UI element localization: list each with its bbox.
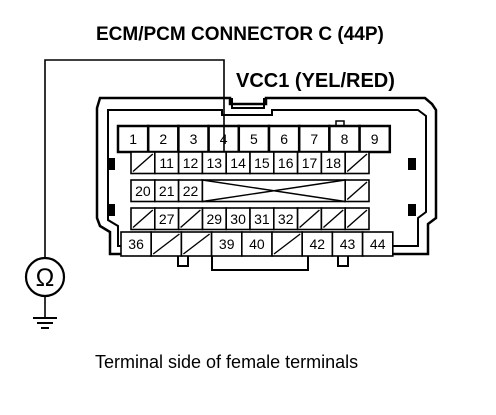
terminal-cell-12: 12	[177, 151, 204, 175]
terminal-number: 5	[250, 131, 258, 147]
terminal-cell-16: 16	[272, 151, 299, 175]
terminal-cell-30: 30	[225, 207, 251, 231]
terminal-cell-empty	[344, 179, 370, 203]
terminal-number: 3	[190, 131, 198, 147]
probe-lead-wire	[44, 59, 225, 258]
terminal-cell-40: 40	[241, 231, 273, 257]
terminal-cell-empty	[271, 231, 304, 257]
terminal-cell-empty	[130, 207, 156, 231]
keying-blocks	[107, 158, 416, 216]
terminal-cell-2: 2	[146, 124, 180, 154]
terminal-number: 39	[219, 236, 235, 252]
terminal-number: 29	[207, 211, 223, 227]
terminal-number: 20	[135, 183, 151, 199]
terminal-number: 11	[159, 155, 174, 171]
terminal-number: 13	[207, 155, 223, 171]
lead-wire-label: VCC1 (YEL/RED)	[236, 70, 395, 92]
terminal-cell-36: 36	[120, 231, 153, 257]
terminal-cell-empty	[180, 231, 213, 257]
unused-terminal-slash	[346, 153, 368, 173]
unused-terminal-slash	[322, 209, 344, 229]
terminal-cell-21: 21	[154, 179, 180, 203]
blocked-terminal-region	[201, 179, 346, 203]
terminal-cell-43: 43	[331, 231, 364, 257]
unused-terminal-slash	[346, 181, 368, 201]
terminal-cell-27: 27	[154, 207, 180, 231]
ground-symbol-icon	[33, 317, 57, 329]
terminal-number: 40	[249, 236, 265, 252]
terminal-cell-empty	[296, 207, 323, 231]
terminal-cell-empty	[344, 151, 370, 175]
terminal-cell-1: 1	[116, 124, 150, 154]
terminal-cell-empty	[320, 207, 346, 231]
terminal-cell-empty	[177, 207, 204, 231]
terminal-cell-22: 22	[177, 179, 204, 203]
terminal-number: 21	[159, 183, 175, 199]
terminal-number: 12	[183, 155, 199, 171]
terminal-number: 2	[159, 131, 167, 147]
ohm-symbol: Ω	[36, 264, 55, 292]
terminal-cell-8: 8	[328, 124, 361, 154]
terminal-cell-44: 44	[361, 231, 394, 257]
unused-terminal-slash	[299, 209, 320, 229]
terminal-cell-17: 17	[296, 151, 323, 175]
terminal-number: 7	[310, 131, 318, 147]
unused-terminal-slash	[346, 209, 368, 229]
terminal-cell-3: 3	[177, 124, 210, 154]
unused-terminal-slash	[180, 209, 201, 229]
terminal-number: 8	[341, 131, 349, 147]
terminal-cell-13: 13	[201, 151, 227, 175]
terminal-number: 42	[310, 236, 326, 252]
terminal-cell-42: 42	[301, 231, 334, 257]
terminal-cell-15: 15	[249, 151, 275, 175]
terminal-cell-39: 39	[210, 231, 243, 257]
unused-terminal-slash	[132, 153, 154, 173]
terminal-number: 32	[278, 211, 294, 227]
unused-terminal-slash	[152, 233, 180, 255]
terminal-number: 22	[183, 183, 199, 199]
terminal-number: 27	[159, 211, 175, 227]
terminal-cell-20: 20	[130, 179, 156, 203]
terminal-number: 1	[129, 131, 137, 147]
terminal-cell-11: 11	[154, 151, 180, 175]
terminal-cell-empty	[344, 207, 370, 231]
terminal-number: 30	[230, 211, 246, 227]
terminal-cell-14: 14	[225, 151, 251, 175]
terminal-number: 16	[278, 155, 294, 171]
terminal-number: 9	[371, 131, 379, 147]
terminal-number: 43	[340, 236, 356, 252]
diagram-caption: Terminal side of female terminals	[95, 352, 358, 372]
terminal-number: 36	[128, 236, 144, 252]
unused-terminal-slash	[132, 209, 154, 229]
terminal-number: 31	[254, 211, 270, 227]
unused-terminal-slash	[273, 233, 301, 255]
diagram-title: ECM/PCM CONNECTOR C (44P)	[96, 24, 384, 45]
terminal-cell-29: 29	[201, 207, 227, 231]
terminal-cell-32: 32	[272, 207, 299, 231]
terminal-cell-6: 6	[267, 124, 301, 154]
terminal-number: 18	[326, 155, 342, 171]
terminal-cell-7: 7	[297, 124, 331, 154]
terminal-number: 44	[370, 236, 386, 252]
ohmmeter-icon: Ω	[24, 256, 66, 318]
terminal-cell-5: 5	[237, 124, 271, 154]
terminal-cell-18: 18	[320, 151, 346, 175]
terminal-number: 15	[254, 155, 270, 171]
unused-terminal-slash	[182, 233, 211, 255]
terminal-cell-9: 9	[358, 124, 392, 154]
terminal-number: 6	[280, 131, 288, 147]
terminal-number: 17	[302, 155, 318, 171]
terminal-cell-empty	[130, 151, 156, 175]
terminal-cell-31: 31	[249, 207, 275, 231]
terminal-cell-empty	[150, 231, 183, 257]
terminal-number: 14	[230, 155, 246, 171]
